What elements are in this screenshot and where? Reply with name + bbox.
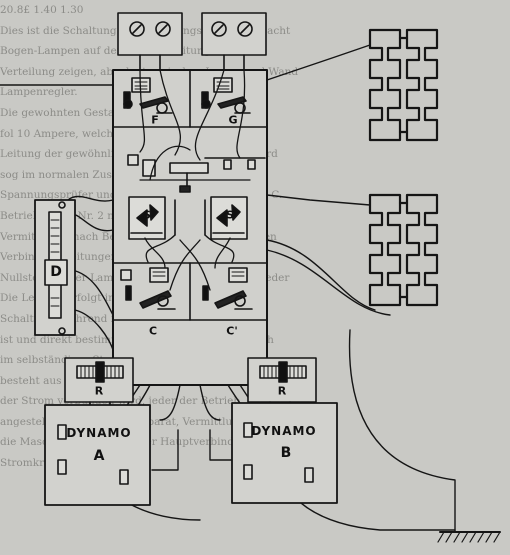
lamp-group-lower [368, 193, 439, 307]
label-b: B [280, 445, 292, 461]
label-dynamo-b: DYNAMO [251, 424, 317, 438]
dial-icon [237, 21, 253, 37]
label-r-left: R [94, 384, 104, 398]
switch-panel-f [123, 77, 173, 114]
switch-panel-g [201, 77, 251, 114]
switchboard [112, 69, 268, 386]
background-text-line: 20.8£ 1.40 1.30 [0, 4, 84, 16]
rheostat-switch-right [210, 196, 248, 240]
top-instrument-left [117, 12, 183, 71]
label-c-prime: C' [226, 324, 238, 338]
dynamo-a [44, 404, 151, 506]
dial-icon [129, 21, 145, 37]
label-s-left: S [143, 208, 151, 222]
switch-panel-c [120, 267, 176, 310]
background-text-line: Lampenregler. [0, 86, 78, 99]
label-s-right: S [226, 208, 234, 222]
ground-symbol [437, 531, 501, 543]
label-f: F [151, 113, 159, 127]
top-instrument-right [201, 12, 267, 71]
label-r-right: R [277, 384, 287, 398]
label-dynamo-a: DYNAMO [66, 426, 132, 440]
rheostat-switch-left [128, 196, 166, 240]
lamp-group-upper [368, 28, 439, 142]
internal-wiring [139, 69, 246, 291]
dial-icon [155, 21, 171, 37]
label-d: D [50, 264, 62, 280]
label-a: A [93, 448, 105, 464]
dial-icon [211, 21, 227, 37]
label-g: G [228, 113, 238, 127]
switch-panel-c-prime [202, 267, 253, 310]
regulator-d [34, 199, 76, 336]
middle-apparatus [127, 154, 266, 236]
label-c: C [148, 324, 158, 338]
dynamo-b [231, 402, 338, 504]
